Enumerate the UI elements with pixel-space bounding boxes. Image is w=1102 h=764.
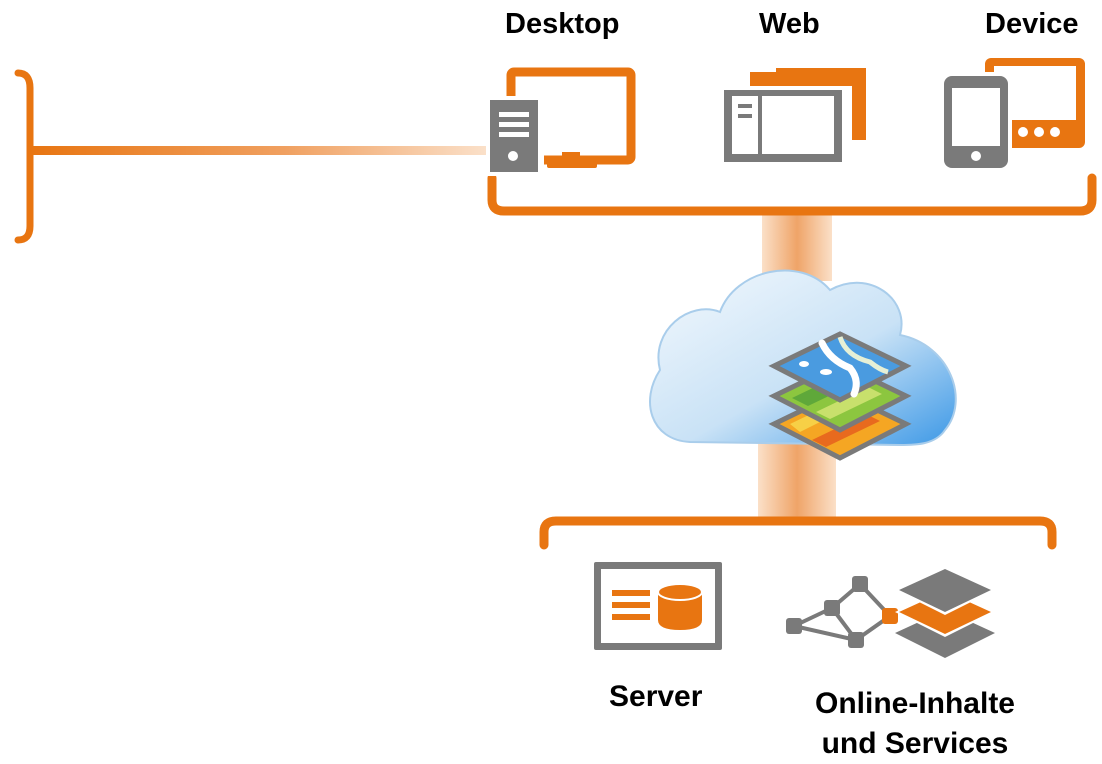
device-label: Device	[985, 8, 1079, 40]
client-connector	[30, 146, 492, 155]
server-bar	[539, 516, 1057, 550]
network-graph-icon	[786, 576, 898, 648]
left-bracket	[14, 69, 34, 244]
web-browser-icon	[720, 68, 866, 166]
online-content-label: Online-Inhalte und Services	[814, 687, 1015, 760]
client-bar	[487, 173, 1097, 216]
layer-stack-icon	[895, 567, 995, 658]
upper-stem	[762, 211, 832, 281]
mobile-device-icon	[940, 58, 1085, 172]
server-database-icon	[594, 562, 722, 650]
desktop-label: Desktop	[505, 8, 620, 40]
web-label: Web	[759, 8, 820, 40]
server-label: Server	[609, 680, 703, 713]
desktop-computer-icon	[486, 67, 636, 176]
map-layers-icon	[768, 331, 912, 461]
lower-stem	[758, 440, 836, 520]
